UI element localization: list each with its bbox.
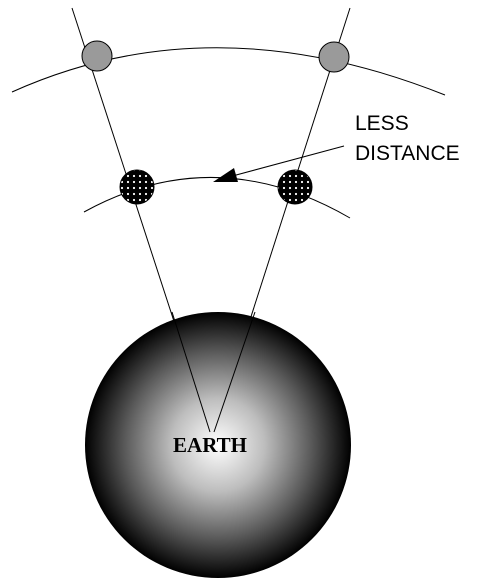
outer-satellite-left [81,40,113,72]
annotation-line-1: LESS [355,112,409,135]
annotation-line-2: DISTANCE [355,142,460,165]
inner-orbit-arc [83,177,351,219]
earth-globe [85,312,351,578]
inner-satellite-right [277,169,313,205]
earth-label: EARTH [173,433,247,457]
outer-orbit-arc [11,47,446,96]
annotation-arrow-shaft [224,145,345,179]
radial-line-right-inner [213,311,256,433]
outer-satellite-right [318,41,350,73]
inner-satellite-left [119,169,155,205]
radial-line-left-inner [171,311,211,433]
annotation-arrowhead [213,168,238,182]
